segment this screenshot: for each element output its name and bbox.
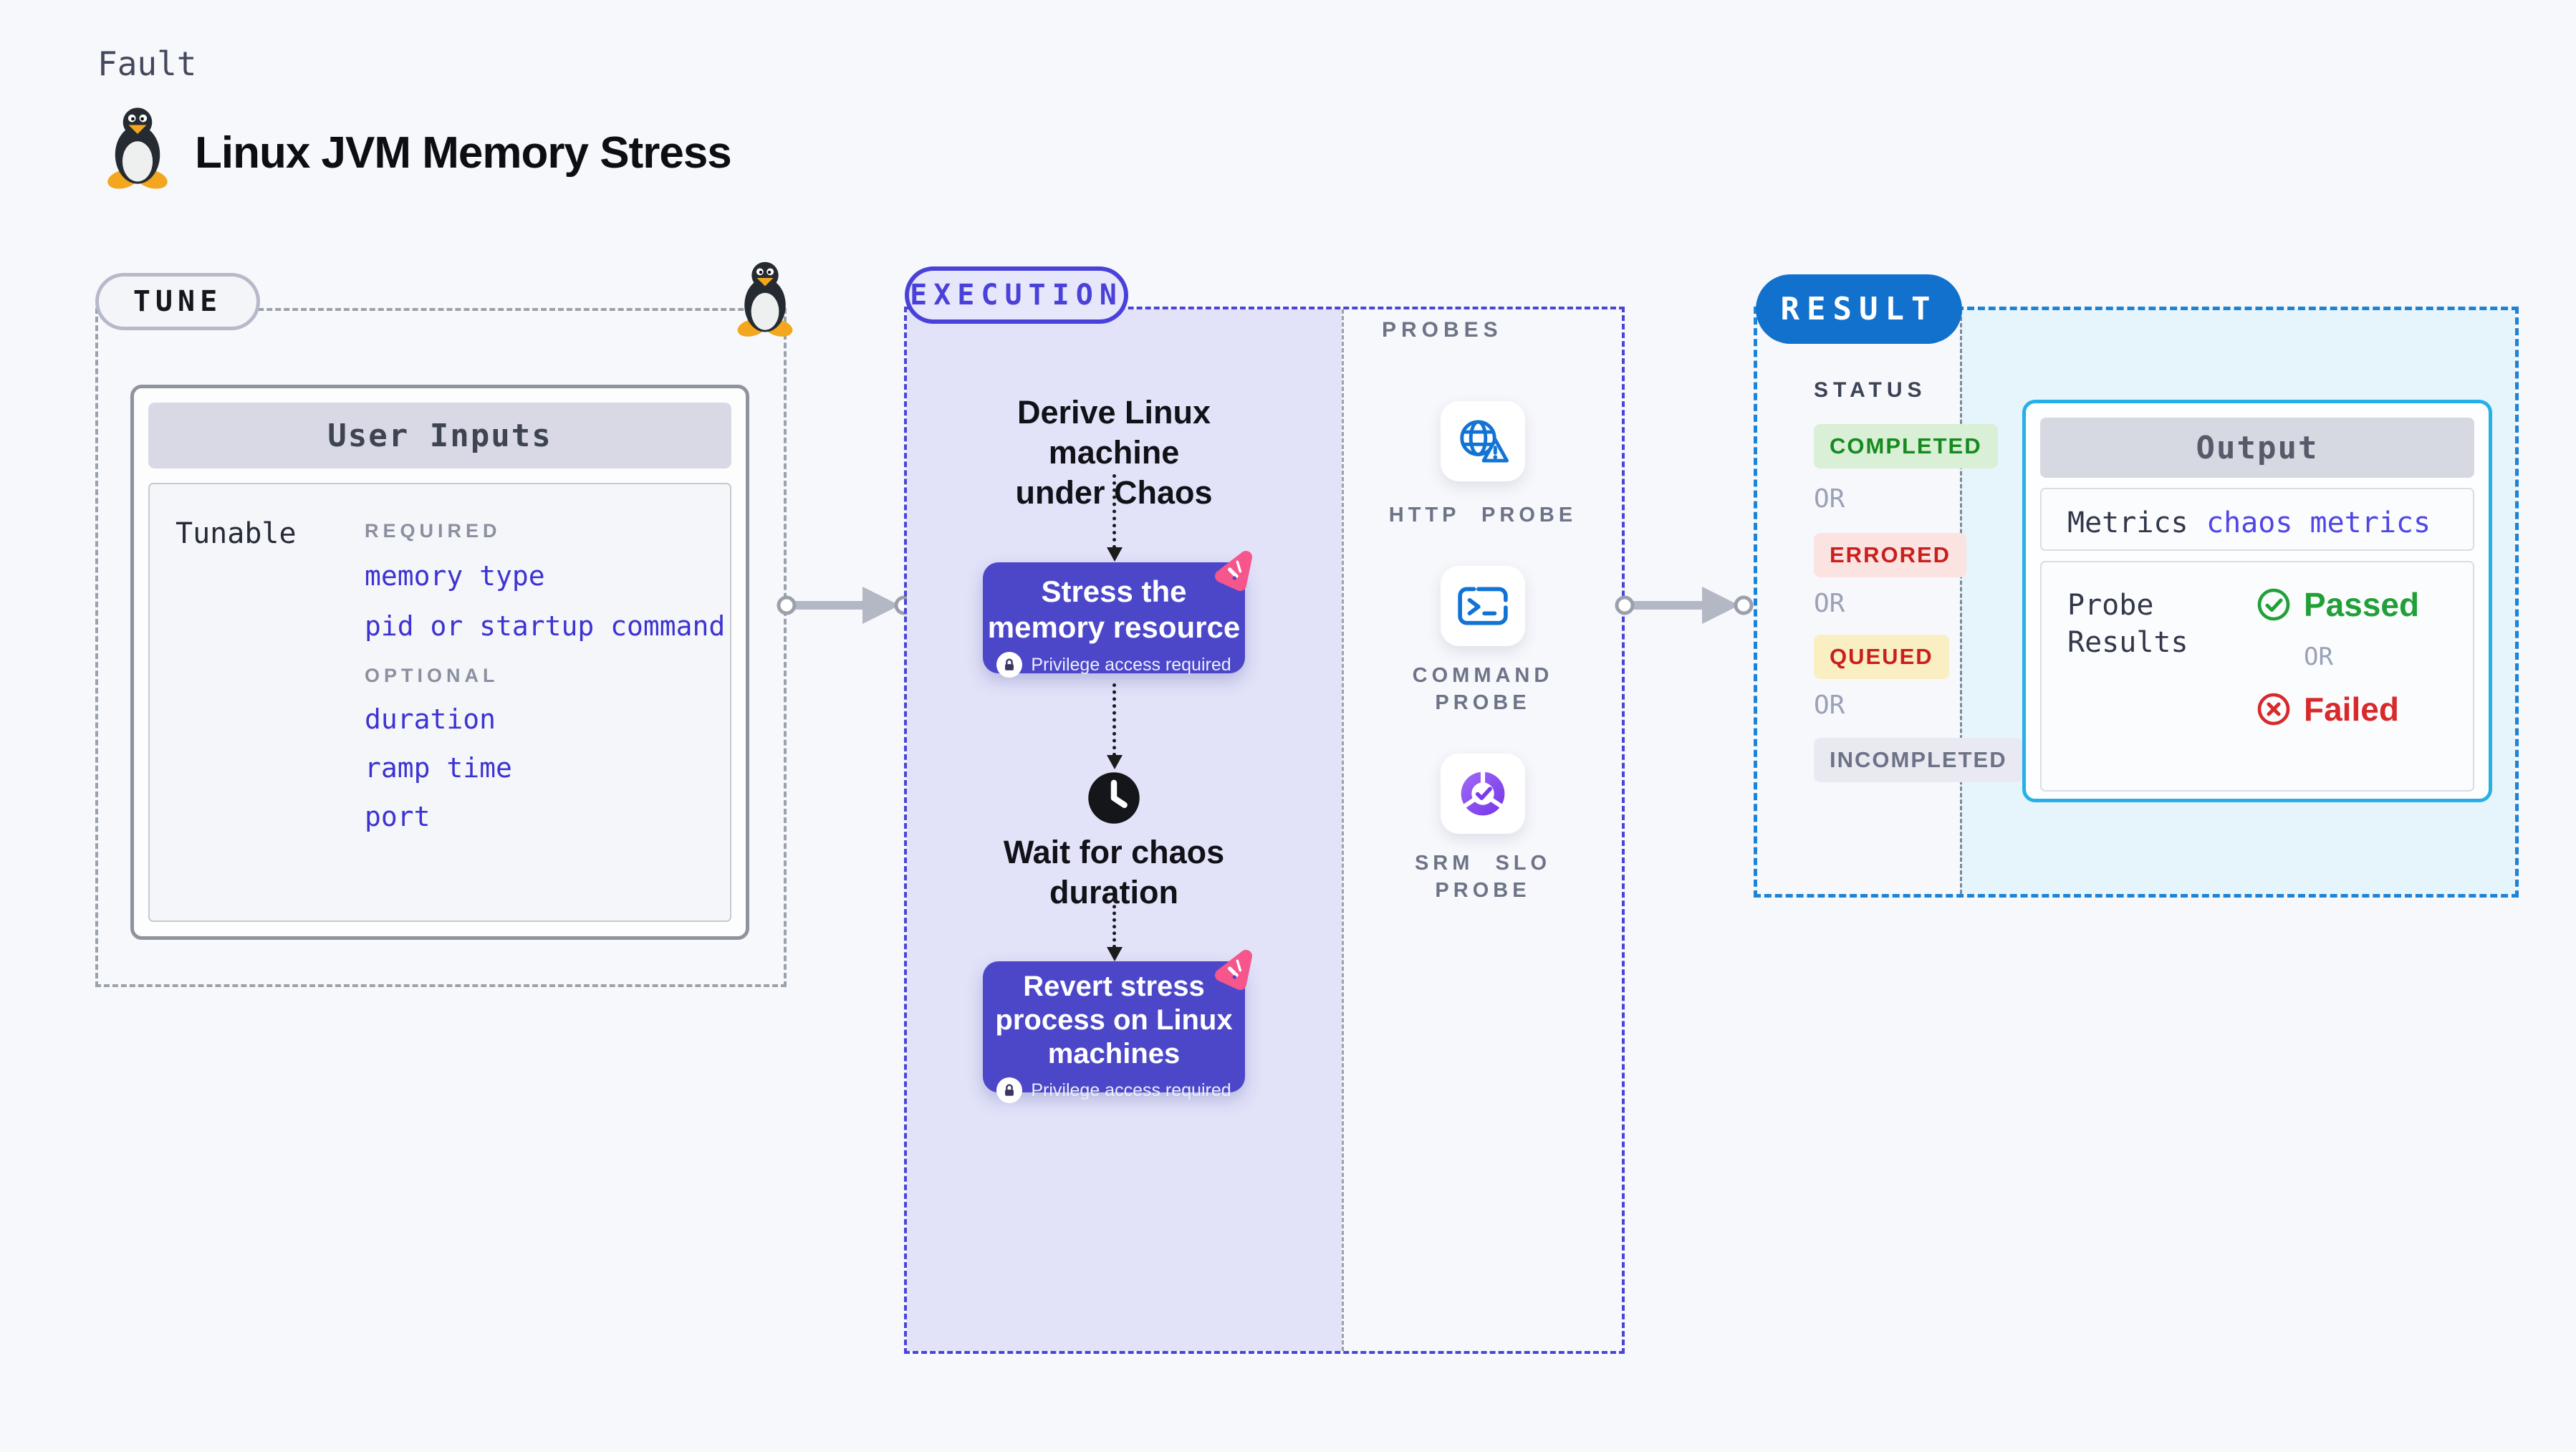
command-probe-card xyxy=(1441,566,1525,646)
metrics-label: Metrics xyxy=(2067,506,2188,539)
slo-donut-icon xyxy=(1457,768,1509,819)
tunable-item-duration: duration xyxy=(365,703,496,735)
user-inputs-card: User Inputs Tunable REQUIRED memory type… xyxy=(130,385,749,940)
user-inputs-body: Tunable REQUIRED memory type pid or star… xyxy=(148,483,731,922)
command-probe-label: COMMAND PROBE xyxy=(1412,664,1554,714)
execution-pill: EXECUTION xyxy=(905,266,1128,324)
status-badge-queued: QUEUED xyxy=(1814,635,1949,679)
tunable-item-port: port xyxy=(365,801,431,832)
http-probe-card xyxy=(1441,401,1525,481)
status-output-divider xyxy=(1960,310,1962,894)
terminal-icon xyxy=(1456,585,1509,627)
flow-arrow-derive-to-stress xyxy=(1107,474,1123,562)
http-probe-label: HTTP PROBE xyxy=(1388,504,1577,527)
revert-stress-node: Revert stress process on Linux machines … xyxy=(983,961,1245,1103)
or-separator: OR xyxy=(1814,484,1845,514)
tunable-item-memory-type: memory type xyxy=(365,560,545,592)
required-label: REQUIRED xyxy=(365,520,501,542)
status-label: STATUS xyxy=(1814,378,1927,402)
probes-section-label: PROBES xyxy=(1382,318,1503,342)
tune-pill: TUNE xyxy=(95,273,260,330)
user-inputs-title: User Inputs xyxy=(148,403,731,468)
output-card: Output Metrics chaos metrics Probe Resul… xyxy=(2022,400,2492,802)
execution-probes-divider xyxy=(1342,309,1344,1351)
flow-arrow-stress-to-wait xyxy=(1107,683,1123,769)
status-badge-incompleted: INCOMPLETED xyxy=(1814,738,2023,782)
stress-memory-node: Stress the memory resource Privilege acc… xyxy=(983,562,1245,678)
metrics-value: chaos metrics xyxy=(2206,506,2431,539)
result-pill: RESULT xyxy=(1756,274,1962,344)
linux-tux-corner-icon xyxy=(732,259,798,337)
lock-icon xyxy=(996,652,1023,678)
execution-section-box xyxy=(904,307,1625,1354)
srm-slo-probe-card xyxy=(1441,754,1525,834)
tunable-item-pid-or-startup-command: pid or startup command xyxy=(365,610,726,642)
metrics-row: Metrics chaos metrics xyxy=(2040,488,2474,551)
check-circle-icon xyxy=(2257,587,2291,622)
status-badge-completed: COMPLETED xyxy=(1814,424,1998,468)
linux-tux-icon xyxy=(102,105,173,189)
lock-icon xyxy=(996,1077,1023,1103)
optional-label: OPTIONAL xyxy=(365,665,499,686)
tune-to-execution-arrow xyxy=(777,587,914,624)
execution-to-result-arrow xyxy=(1615,587,1754,624)
or-separator: OR xyxy=(2304,643,2333,671)
privilege-badge-text: Privilege access required xyxy=(1031,1080,1231,1100)
globe-alert-icon xyxy=(1455,416,1511,466)
stress-node-title: Stress the memory resource xyxy=(987,574,1241,644)
fault-kicker: Fault xyxy=(97,44,197,83)
clock-icon xyxy=(1086,770,1142,826)
status-badge-errored: ERRORED xyxy=(1814,533,1967,577)
derive-step-text: Derive Linux machine under Chaos xyxy=(1015,394,1213,511)
tune-section-box xyxy=(95,308,787,987)
output-title: Output xyxy=(2040,418,2474,478)
passed-label: Passed xyxy=(2304,586,2420,623)
execution-fill xyxy=(907,309,1342,1351)
x-circle-icon xyxy=(2257,692,2291,726)
chaos-logo-icon xyxy=(1209,946,1258,991)
flow-arrow-wait-to-revert xyxy=(1107,898,1123,961)
or-separator: OR xyxy=(1814,691,1845,720)
revert-node-title: Revert stress process on Linux machines xyxy=(995,971,1233,1069)
chaos-logo-icon xyxy=(1209,547,1258,592)
privilege-badge-text: Privilege access required xyxy=(1031,654,1231,675)
tunable-item-ramp-time: ramp time xyxy=(365,752,512,784)
srm-slo-probe-label: SRM SLO PROBE xyxy=(1414,852,1552,902)
page-title: Linux JVM Memory Stress xyxy=(195,128,732,178)
tunable-label: Tunable xyxy=(176,517,297,550)
or-separator: OR xyxy=(1814,589,1845,618)
failed-label: Failed xyxy=(2304,691,2399,728)
probe-results-row: Probe Results Passed OR Failed xyxy=(2040,561,2474,792)
probe-results-label: Probe Results xyxy=(2067,589,2188,659)
